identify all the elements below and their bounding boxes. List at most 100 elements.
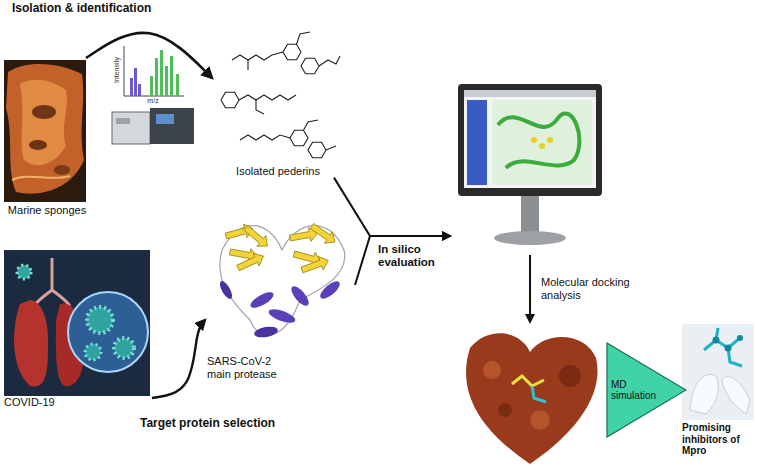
covid-illustration-node: COVID-19: [2, 248, 152, 409]
photo-ground: [4, 60, 86, 202]
flow-arrow: [355, 236, 450, 285]
surface-texture: [559, 365, 581, 387]
structure-panel: Isolated pederins: [212, 28, 344, 178]
monitor-frame: [458, 84, 602, 196]
protease-ribbon: [218, 220, 345, 339]
alpha-helix: [267, 307, 297, 326]
monitor-screen: [464, 90, 596, 188]
bond-chain: [247, 60, 248, 70]
docking-surface: [466, 333, 597, 464]
trachea: [34, 258, 70, 306]
beta-strand: [224, 222, 255, 243]
alpha-helix: [288, 284, 311, 309]
virus-particle: [114, 338, 134, 358]
molecule-model: [704, 328, 742, 366]
axis-label: Intensity: [113, 49, 121, 91]
sponge-photo: [4, 60, 86, 202]
chart-bar: [170, 56, 173, 96]
caption-text: Isolated pederins: [214, 165, 342, 178]
ring: [283, 44, 301, 60]
alpha-helix: [218, 279, 235, 300]
ring: [221, 92, 239, 108]
beta-strand: [300, 254, 331, 277]
bond-chain: [304, 120, 319, 130]
instrument-screen: [156, 114, 174, 124]
instrument-body: [150, 108, 194, 144]
docking-node: [455, 322, 603, 470]
step-label: In silico evaluation: [378, 243, 446, 269]
axis-label: m/z: [143, 97, 163, 105]
chart-bar: [165, 66, 168, 96]
step-label: Target protein selection: [140, 417, 290, 431]
chart-bar: [130, 78, 133, 96]
caption-text: Marine sponges: [4, 204, 90, 217]
caption-text: COVID-19: [4, 396, 150, 409]
virus-particle: [87, 307, 113, 333]
shape-label: MD simulation: [611, 379, 663, 402]
loop-trace: [220, 226, 345, 336]
step-label: Molecular docking analysis: [541, 276, 641, 301]
sponge-fold: [20, 80, 67, 166]
simulation-arrow-shape: [607, 343, 686, 437]
bond-chain: [240, 135, 290, 140]
molecule-atom: [725, 345, 732, 352]
chart-bar: [176, 74, 179, 96]
beta-strand: [292, 247, 323, 268]
bond-chain: [319, 56, 340, 66]
molecule-atom: [737, 335, 743, 341]
monitor-stand: [521, 196, 539, 232]
protein-structure: SARS-CoV-2 main protease: [205, 205, 355, 380]
gloved-hand: [690, 374, 718, 414]
side-panel: [467, 100, 487, 185]
surface-texture: [483, 361, 501, 379]
alpha-helix: [248, 289, 276, 311]
instrument-panel: [116, 118, 130, 124]
sponge-hole: [54, 165, 70, 175]
chemical-structures: [221, 32, 340, 158]
ring: [301, 58, 319, 74]
image-ground: [682, 324, 754, 420]
result-image-node: Promising inhibitors of Mpro: [680, 322, 755, 457]
ligand-atom: [547, 137, 553, 143]
bond-chain: [297, 32, 311, 44]
bond-chain: [239, 95, 296, 100]
computer-node: [450, 80, 605, 255]
ribbon-model: [498, 113, 579, 168]
alpha-helix: [253, 325, 278, 339]
computer-illustration: [458, 84, 602, 245]
step-label: Isolation & identification: [12, 2, 192, 16]
image-ground: [4, 250, 150, 396]
ring: [308, 142, 326, 158]
ligand-atom: [531, 137, 537, 143]
window-bar: [464, 90, 596, 97]
sponge-hole: [32, 105, 56, 119]
beta-strand: [308, 220, 339, 248]
instrument-body: [112, 112, 150, 144]
chart-bar: [160, 50, 163, 96]
lung: [56, 303, 85, 386]
ligand-atom: [539, 143, 545, 149]
ligand-sticks: [512, 376, 544, 386]
surface-texture: [530, 410, 550, 430]
ring: [290, 130, 308, 146]
surface-texture: [498, 403, 512, 417]
simulation-triangle: MD simulation: [606, 342, 687, 438]
bond-chain: [232, 52, 283, 60]
beta-strand: [229, 245, 259, 264]
chart-bar: [138, 84, 141, 96]
monitor-base: [494, 231, 566, 245]
flow-arrow: [334, 178, 450, 236]
chart-axis: [124, 46, 125, 96]
flow-arrow: [152, 320, 205, 398]
protein-surface: [466, 333, 597, 464]
magnified-view: [68, 292, 148, 372]
mass-spectrum-chart: [124, 46, 184, 96]
flow-arrow: [86, 33, 212, 78]
sponge-body: [6, 64, 84, 194]
caption-text: Promising inhibitors of Mpro: [682, 422, 753, 457]
virus-particle: [85, 344, 101, 360]
beta-strand: [289, 226, 319, 245]
sponge-photo-node: Marine sponges: [2, 58, 92, 217]
molecule-atom: [713, 337, 720, 344]
covid-illustration: [4, 250, 150, 396]
